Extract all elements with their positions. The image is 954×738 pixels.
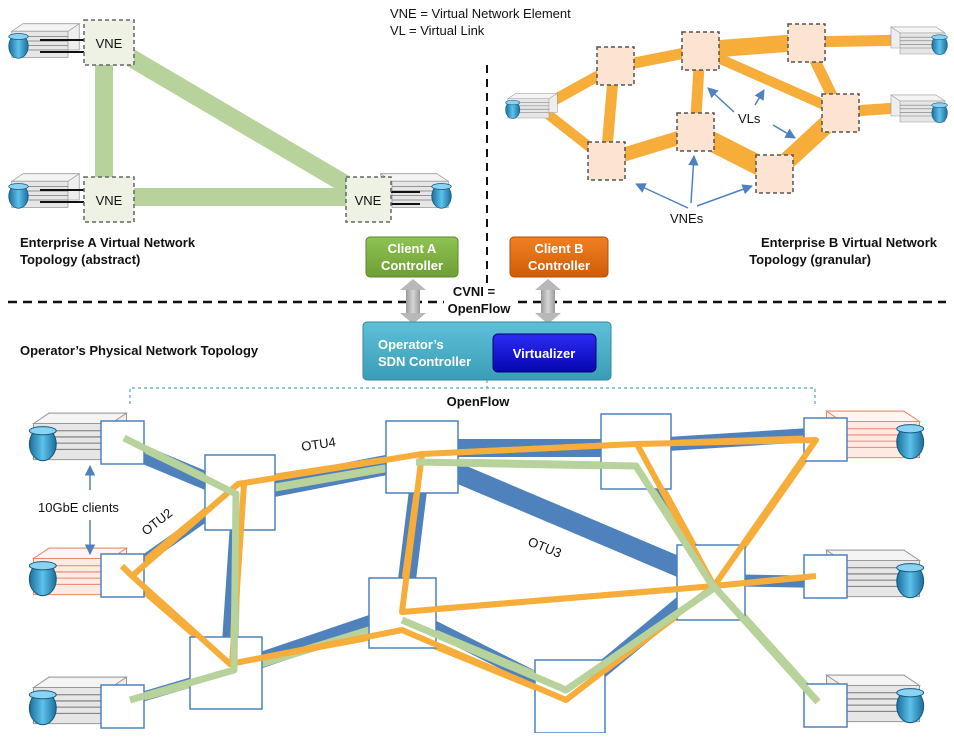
cvni-arrow-left <box>400 279 426 324</box>
cvni-label-2: OpenFlow <box>448 301 512 316</box>
otu-link <box>418 448 714 590</box>
enterprise-a-caption-2: Topology (abstract) <box>20 252 140 267</box>
operator-label-2: SDN Controller <box>378 354 471 369</box>
client-b-label: Client B <box>534 241 583 256</box>
switch-node <box>204 454 276 531</box>
vne-node-a-right <box>345 176 392 223</box>
client-b-controller[interactable] <box>509 236 609 278</box>
enterprise-a-caption: Enterprise A Virtual Network <box>20 235 196 250</box>
vl-b <box>695 45 845 117</box>
physical-topology: 10GbE clients OTU4 OTU2 OTU3 <box>28 410 925 734</box>
orange-lightpath-overlay <box>399 453 715 615</box>
clients-label: 10GbE clients <box>38 500 119 515</box>
vnes-label: VNEs <box>670 211 704 226</box>
openflow-label: OpenFlow <box>447 394 511 409</box>
vne-label: VNE <box>355 193 382 208</box>
enterprise-b-topology: VLs VNEs Enterprise B Virtual Network To… <box>505 23 948 267</box>
vne-node-b <box>587 141 626 181</box>
vnes-pointer <box>696 184 753 207</box>
cvni-label: CVNI = <box>453 284 496 299</box>
orange-lightpath-overlay <box>119 437 819 589</box>
enterprise-b-caption-2: Topology (granular) <box>749 252 871 267</box>
otu3-label: OTU3 <box>526 534 564 561</box>
vne-node-a-bottom <box>83 176 135 223</box>
vne-label: VNE <box>96 36 123 51</box>
legend-vl: VL = Virtual Link <box>390 23 485 38</box>
vl-a-top-left <box>104 37 374 206</box>
green-lightpath-overlay <box>415 458 821 705</box>
vls-pointer <box>707 87 735 113</box>
vne-node-b <box>596 46 635 86</box>
virtualizer-button[interactable] <box>492 333 597 373</box>
otu4-label: OTU4 <box>300 434 336 454</box>
vne-node-b <box>676 112 715 152</box>
enterprise-b-caption: Enterprise B Virtual Network <box>761 235 938 250</box>
operator-label: Operator’s <box>378 337 444 352</box>
client-a-label: Client A <box>388 241 437 256</box>
vls-pointer <box>772 124 796 139</box>
router-icon <box>890 94 948 123</box>
green-lightpath-overlay <box>122 434 240 704</box>
router-icon <box>890 26 948 55</box>
switch-node <box>600 413 672 490</box>
vls-label: VLs <box>738 111 761 126</box>
client-a-label-2: Controller <box>381 258 443 273</box>
controllers: Client A Controller Client B Controller … <box>129 236 816 409</box>
vne-node-b <box>787 23 826 63</box>
switch-node <box>100 553 145 598</box>
virtualizer-label: Virtualizer <box>513 346 576 361</box>
vnes-pointer <box>635 183 689 209</box>
vls-pointer <box>754 89 765 106</box>
switch-node <box>100 684 145 729</box>
vnes-pointer <box>688 154 699 204</box>
vne-node-b <box>821 93 860 133</box>
client-b-label-2: Controller <box>528 258 590 273</box>
otu2-label: OTU2 <box>139 505 176 538</box>
physical-title: Operator’s Physical Network Topology <box>20 343 259 358</box>
vne-node-b <box>755 154 794 194</box>
vne-node-b <box>681 31 720 71</box>
openflow-bracket <box>129 387 816 404</box>
cvni-arrow-right <box>535 279 561 324</box>
enterprise-a-topology: VNE VNE VNE Enterprise A Virtual Network… <box>8 19 452 267</box>
vne-label: VNE <box>96 193 123 208</box>
legend-vne: VNE = Virtual Network Element <box>390 6 571 21</box>
client-a-controller[interactable] <box>365 236 459 278</box>
vne-node-a-top <box>83 19 135 66</box>
green-lightpath-overlay <box>400 585 716 694</box>
